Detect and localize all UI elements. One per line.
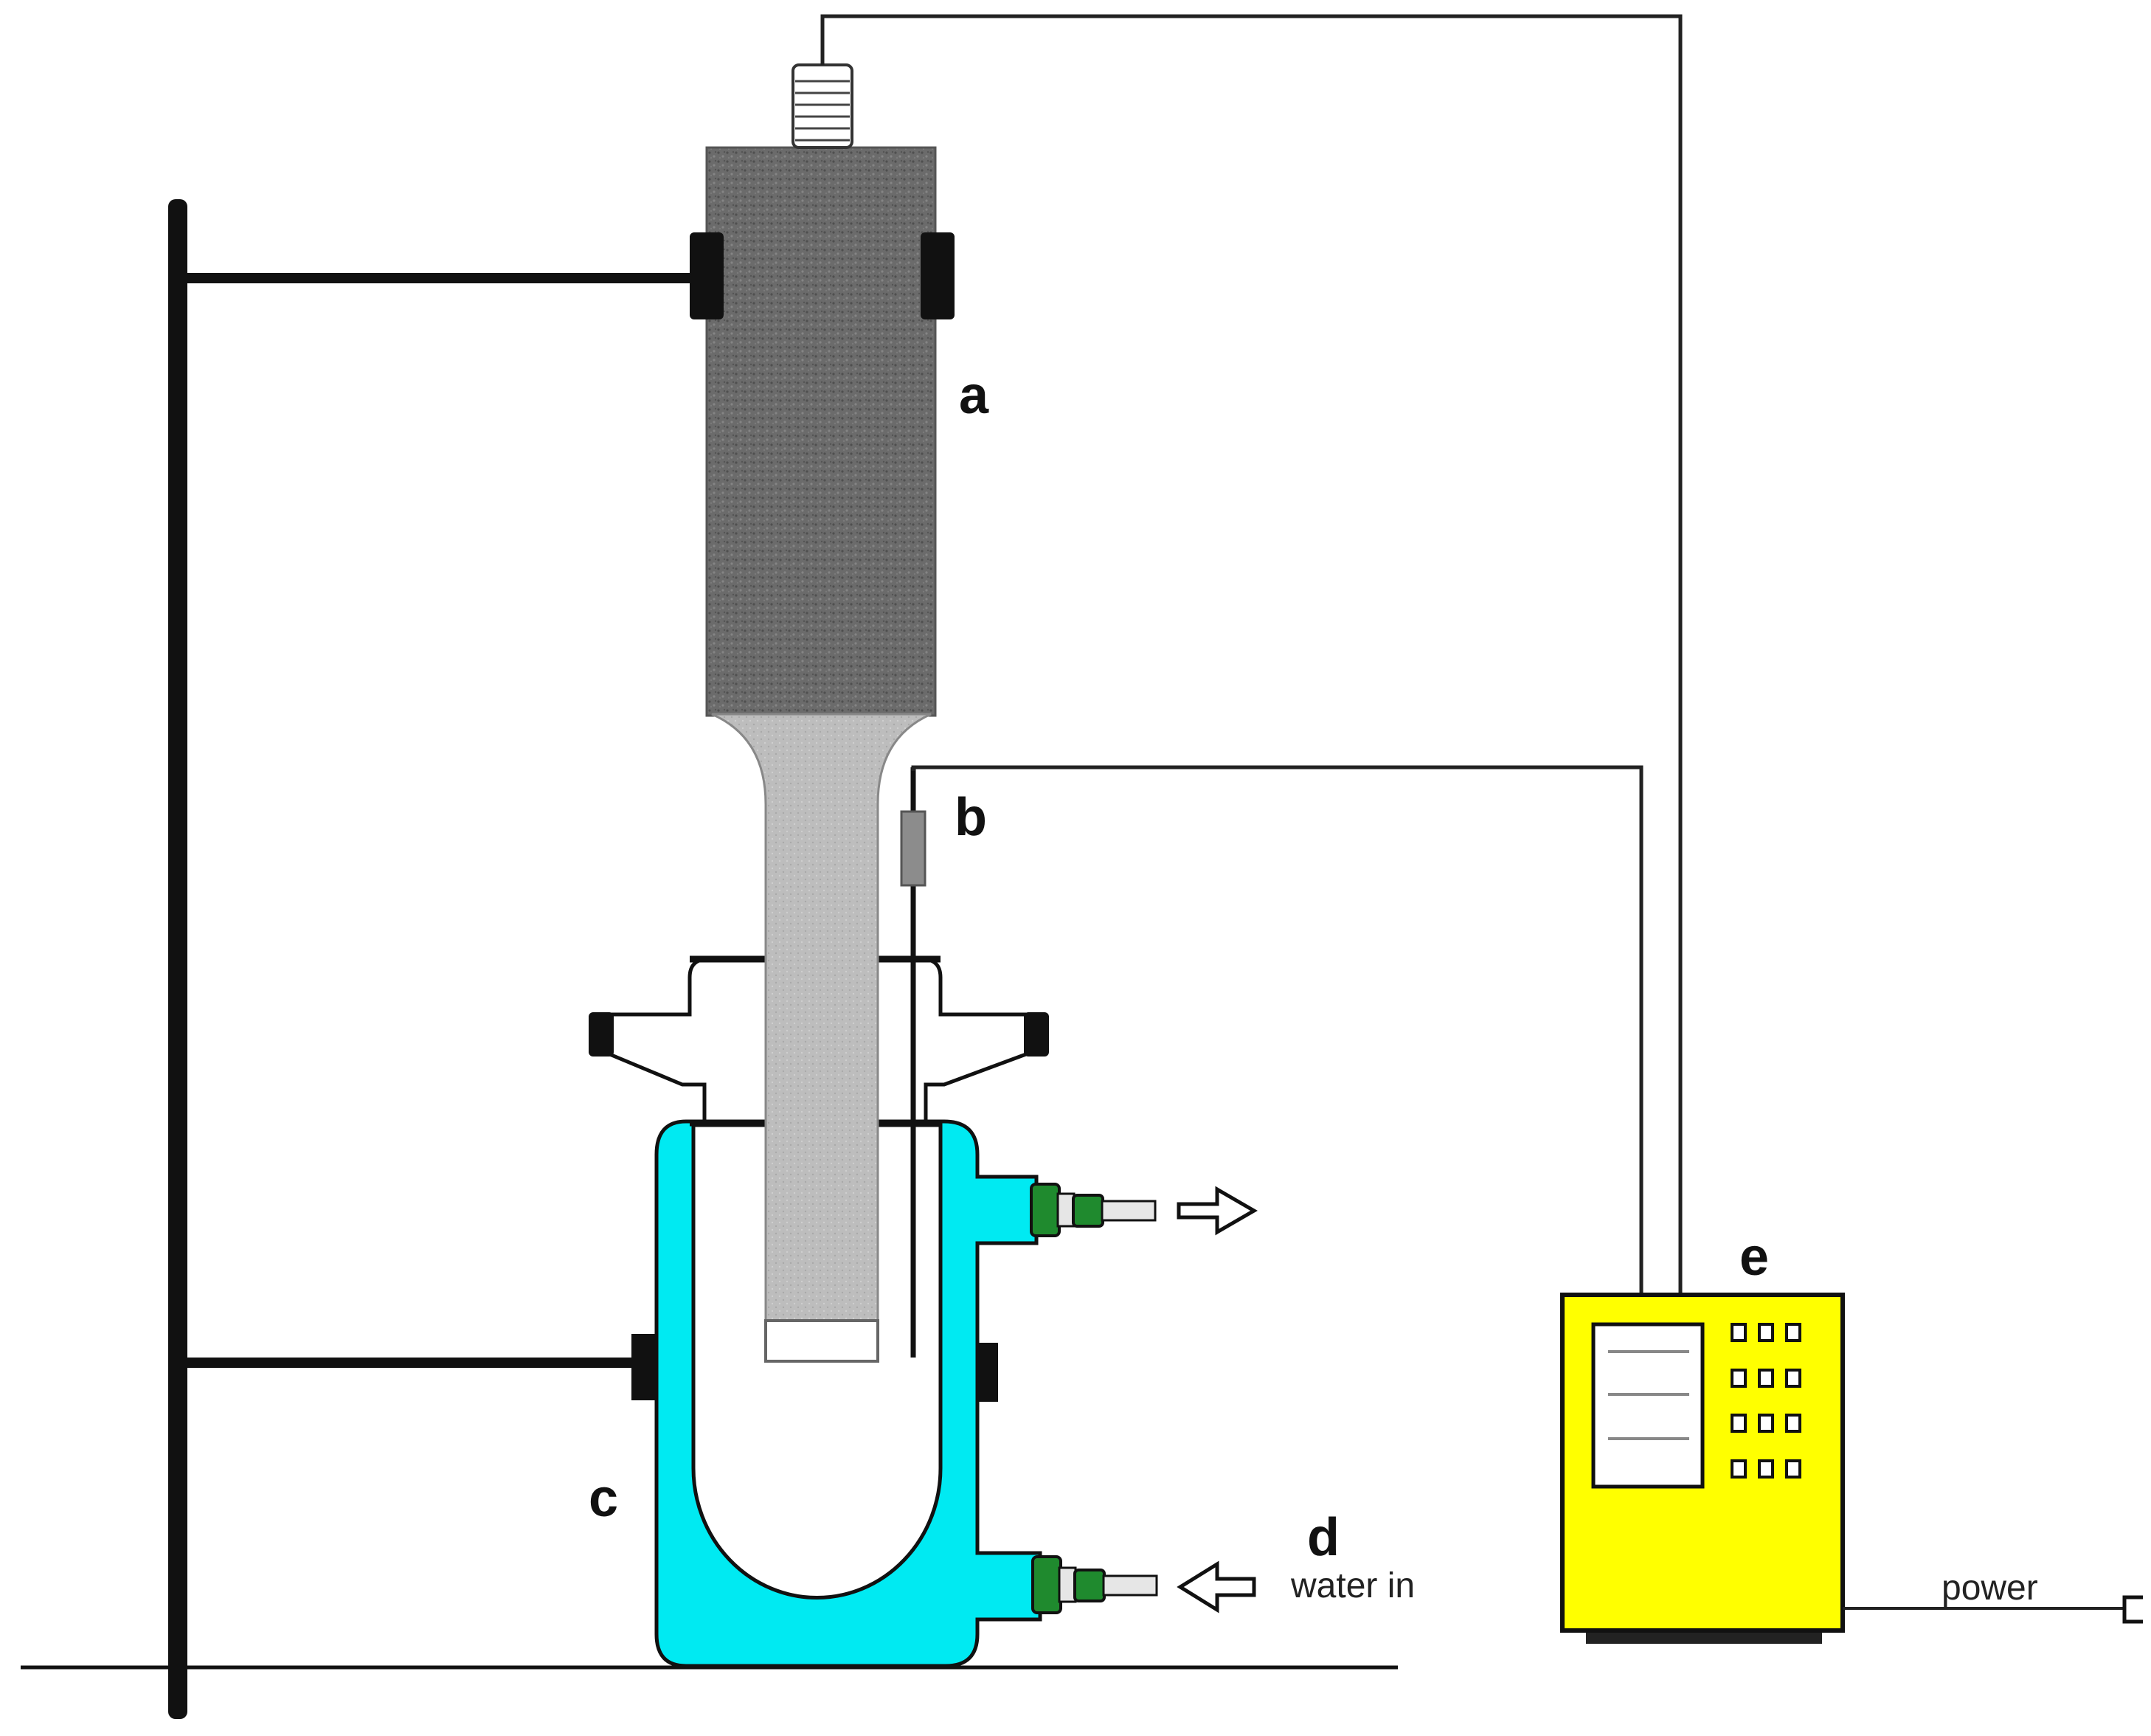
lid-ear-right (1024, 1012, 1049, 1057)
label-d: d (1307, 1508, 1340, 1567)
label-b: b (955, 788, 987, 847)
inlet-fitting (1031, 1555, 1158, 1614)
inlet-arrow-icon (1177, 1560, 1256, 1614)
upper-clamp-arm (187, 273, 696, 283)
outlet-arrow-icon (1177, 1186, 1258, 1236)
label-power: power (1942, 1569, 2038, 1608)
label-a: a (959, 366, 989, 425)
controller-display (1591, 1322, 1705, 1489)
horn-body (705, 146, 937, 717)
stand-rod (168, 199, 187, 1719)
lower-clamp-arm (187, 1358, 637, 1368)
controller-keypad (1731, 1323, 1801, 1479)
thermocouple-sensor (900, 810, 926, 887)
label-e: e (1739, 1228, 1769, 1287)
display-lines (1608, 1350, 1689, 1440)
controller-base (1586, 1630, 1822, 1644)
probe-tip (764, 1319, 879, 1363)
label-water-in: water in (1290, 1566, 1415, 1605)
connector-threads (795, 80, 850, 142)
horn-connector (792, 63, 853, 149)
lid-ear-left (589, 1012, 614, 1057)
jacket-clamp-left (631, 1334, 655, 1400)
horn-clamp-right (921, 232, 955, 319)
jacket-clamp-right (977, 1343, 998, 1402)
thermocouple-cable (911, 765, 1643, 1295)
horn-clamp-left (690, 232, 724, 319)
label-c: c (589, 1469, 618, 1528)
power-plug-icon (2122, 1595, 2143, 1624)
outlet-fitting (1030, 1183, 1157, 1237)
horn-cable (820, 14, 1683, 1295)
